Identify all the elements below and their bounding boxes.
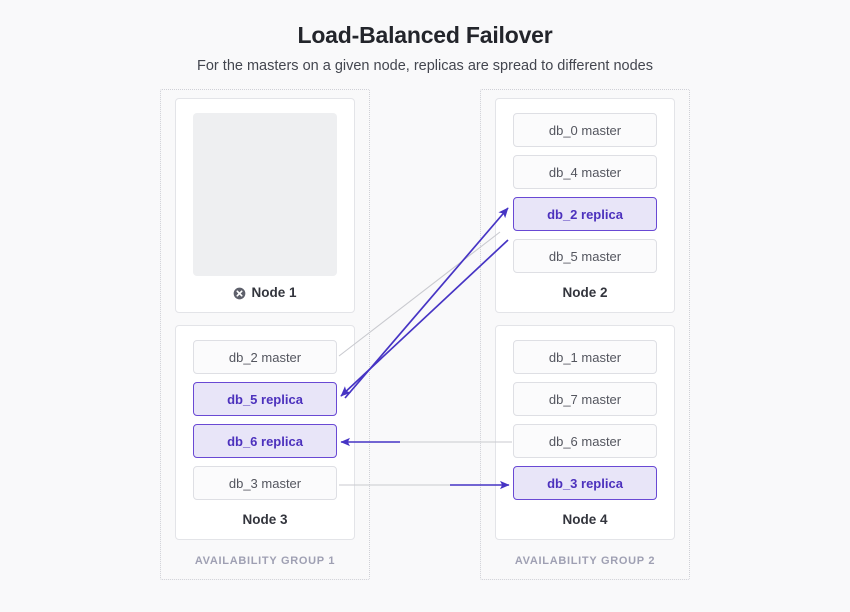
circle-x-icon (233, 287, 246, 300)
db-box-db_5-master[interactable]: db_5 master (513, 239, 657, 273)
node-card-node-1[interactable]: Node 1 (175, 98, 355, 313)
availability-group-1-label: AVAILABILITY GROUP 1 (194, 555, 336, 567)
db-box-db_3-master[interactable]: db_3 master (193, 466, 337, 500)
db-box-db_2-master[interactable]: db_2 master (193, 340, 337, 374)
node-4-db-list: db_1 master db_7 master db_6 master db_3… (513, 340, 657, 500)
node-card-node-4[interactable]: db_1 master db_7 master db_6 master db_3… (495, 325, 675, 540)
availability-group-2-label: AVAILABILITY GROUP 2 (514, 555, 656, 567)
header: Load-Balanced Failover For the masters o… (0, 0, 850, 74)
node-3-label: Node 3 (242, 512, 288, 527)
node-card-node-2[interactable]: db_0 master db_4 master db_2 replica db_… (495, 98, 675, 313)
node-3-db-list: db_2 master db_5 replica db_6 replica db… (193, 340, 337, 500)
db-box-db_7-master[interactable]: db_7 master (513, 382, 657, 416)
node-1-label-text: Node 1 (251, 285, 297, 300)
db-box-db_0-master[interactable]: db_0 master (513, 113, 657, 147)
db-box-db_1-master[interactable]: db_1 master (513, 340, 657, 374)
node-card-node-3[interactable]: db_2 master db_5 replica db_6 replica db… (175, 325, 355, 540)
db-box-db_5-replica[interactable]: db_5 replica (193, 382, 337, 416)
node-4-label: Node 4 (562, 512, 608, 527)
node-offline-placeholder (193, 113, 337, 276)
db-box-db_6-master[interactable]: db_6 master (513, 424, 657, 458)
page-subtitle: For the masters on a given node, replica… (197, 58, 653, 74)
db-box-db_2-replica[interactable]: db_2 replica (513, 197, 657, 231)
node-2-db-list: db_0 master db_4 master db_2 replica db_… (513, 113, 657, 273)
page-title: Load-Balanced Failover (297, 22, 553, 48)
node-2-label: Node 2 (562, 285, 608, 300)
db-box-db_4-master[interactable]: db_4 master (513, 155, 657, 189)
node-1-label: Node 1 (176, 285, 354, 300)
db-box-db_6-replica[interactable]: db_6 replica (193, 424, 337, 458)
db-box-db_3-replica[interactable]: db_3 replica (513, 466, 657, 500)
